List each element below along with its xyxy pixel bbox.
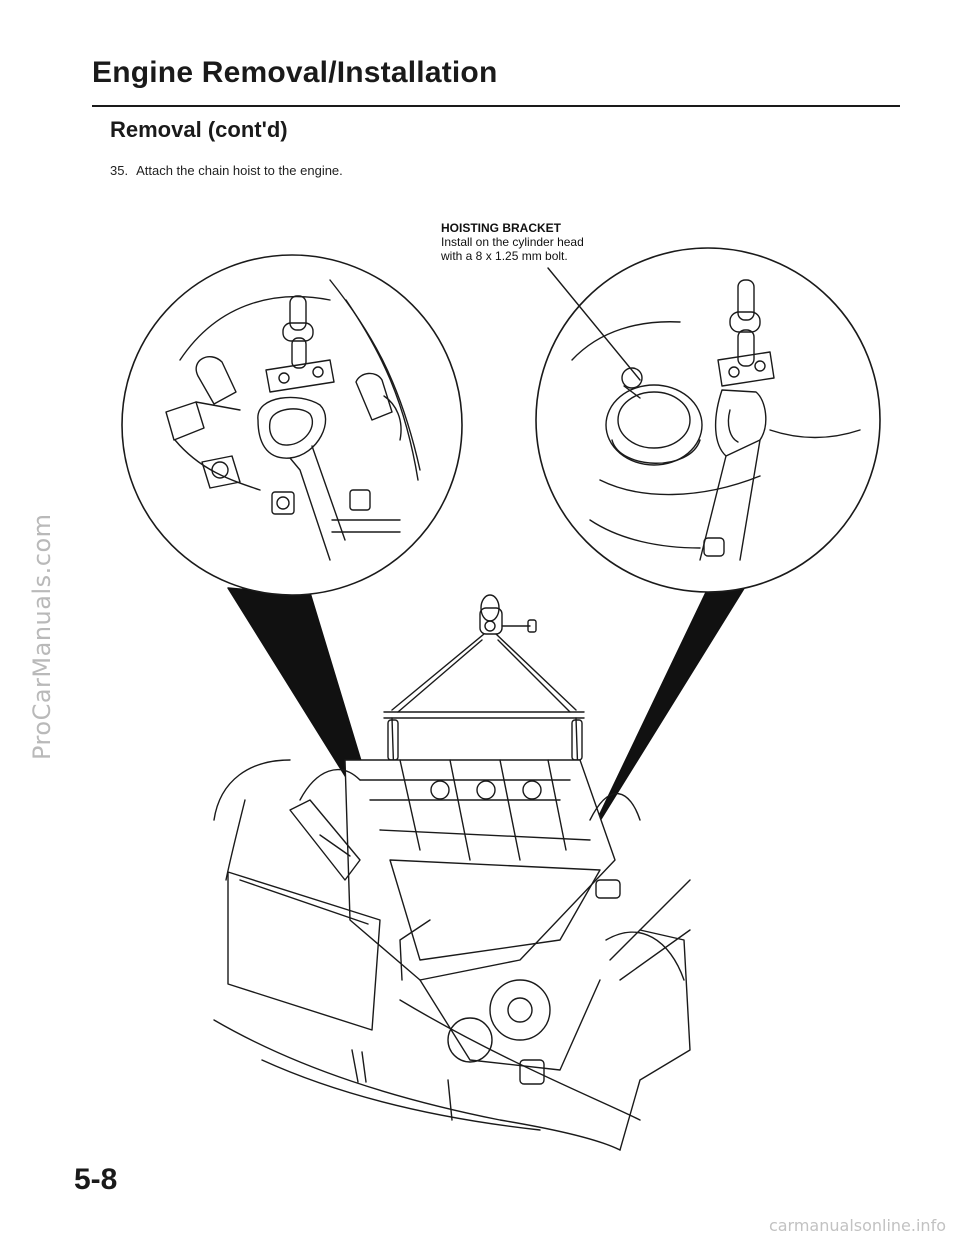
callout-label: HOISTING BRACKET	[441, 221, 561, 235]
right-detail-circle	[535, 247, 881, 593]
section-subtitle: Removal (cont'd)	[110, 117, 288, 142]
left-detail-circle	[121, 254, 463, 596]
engine-assembly	[289, 759, 641, 1085]
callout-line-1: Install on the cylinder head	[441, 235, 584, 249]
page-number: 5-8	[74, 1163, 118, 1196]
procedure-step: 35. Attach the chain hoist to the engine.	[110, 163, 343, 178]
callout-leader-line	[547, 267, 641, 381]
callout-line-2: with a 8 x 1.25 mm bolt.	[441, 249, 568, 263]
page-title: Engine Removal/Installation	[92, 56, 498, 89]
hoisting-bracket-callout: HOISTING BRACKET Install on the cylinder…	[441, 221, 584, 263]
right-pointer-wedge	[584, 581, 749, 846]
footer-site-text: carmanualsonline.info	[768, 1216, 946, 1235]
step-number: 35.	[110, 163, 129, 178]
vehicle-front-body	[213, 759, 691, 1151]
step-text: Attach the chain hoist to the engine.	[136, 163, 343, 178]
title-divider	[92, 105, 900, 107]
